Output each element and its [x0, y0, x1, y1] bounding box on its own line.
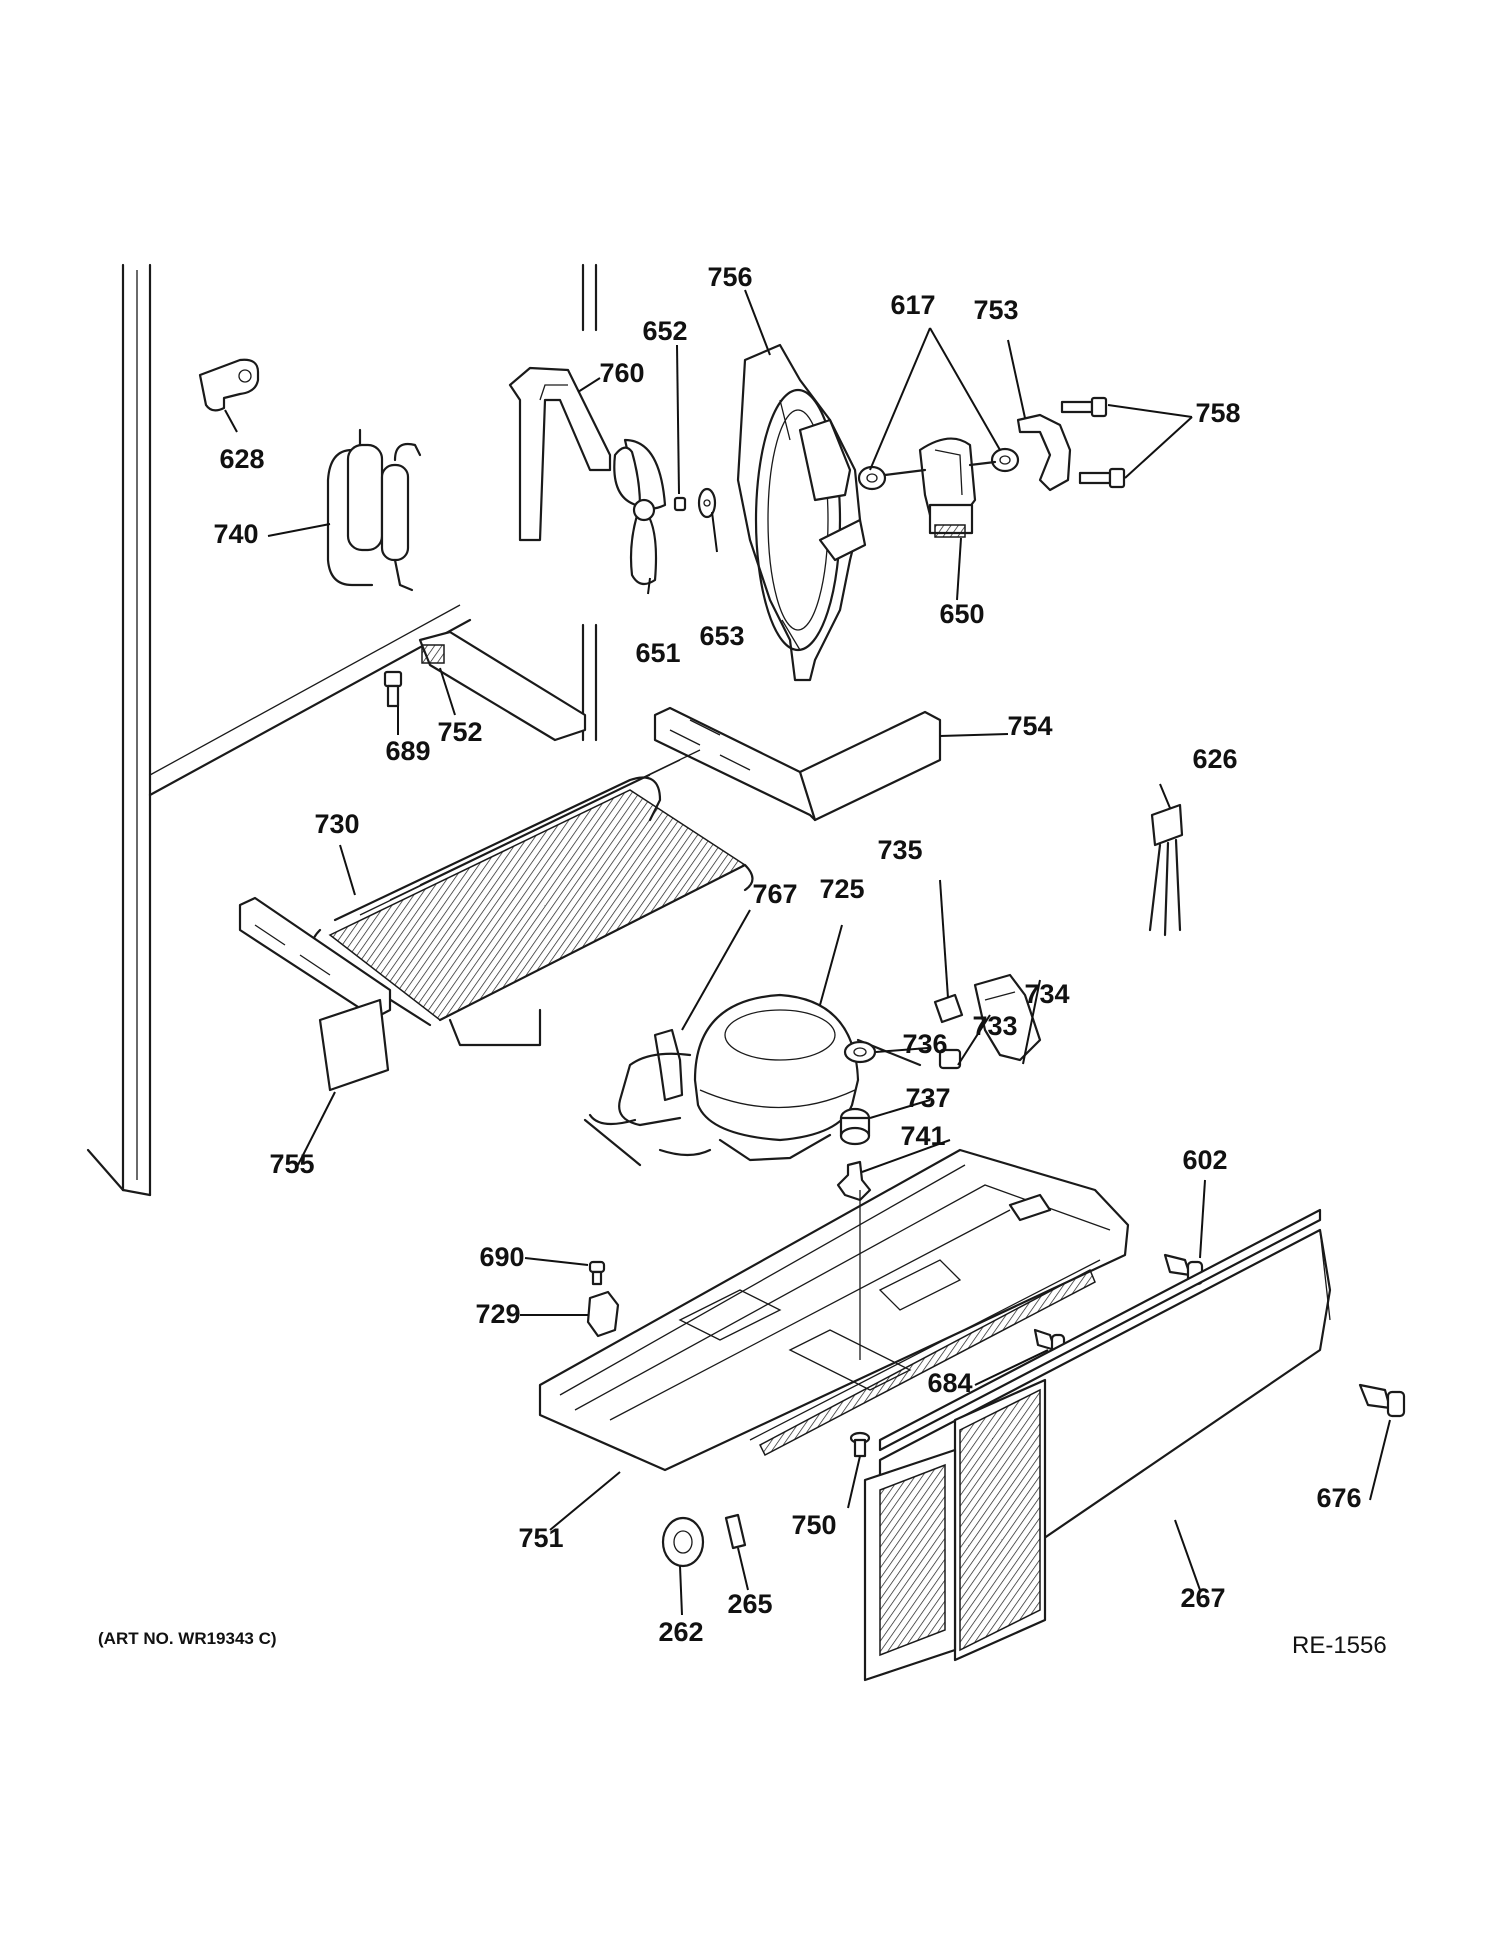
callout-736: 736 [902, 1029, 947, 1059]
part-725-compressor[interactable] [583, 993, 922, 1167]
part-767-clip[interactable] [653, 1028, 684, 1102]
part-752-bracket[interactable] [418, 630, 587, 742]
callout-690: 690 [479, 1242, 524, 1272]
part-740-dryer[interactable] [326, 428, 422, 592]
callout-758: 758 [1195, 398, 1240, 428]
part-265-axle[interactable] [724, 1513, 747, 1550]
callout-262: 262 [658, 1617, 703, 1647]
part-755-bracket[interactable] [238, 896, 392, 1092]
callout-628: 628 [219, 444, 264, 474]
callout-750: 750 [791, 1510, 836, 1540]
callout-265: 265 [727, 1589, 772, 1619]
part-267-grille-panel[interactable] [863, 1208, 1332, 1682]
part-736-grommet[interactable] [843, 1040, 877, 1064]
callout-733: 733 [972, 1011, 1017, 1041]
part-737-grommet[interactable] [839, 1107, 871, 1146]
reference-number: RE-1556 [1292, 1632, 1387, 1659]
callout-730: 730 [314, 809, 359, 839]
part-754-channel[interactable] [653, 706, 942, 822]
callout-651: 651 [635, 638, 680, 668]
part-690-screw[interactable] [588, 1260, 606, 1286]
callout-626: 626 [1192, 744, 1237, 774]
callout-760: 760 [599, 358, 644, 388]
callout-676: 676 [1316, 1483, 1361, 1513]
callout-689: 689 [385, 736, 430, 766]
callout-740: 740 [213, 519, 258, 549]
callout-752: 752 [437, 717, 482, 747]
callout-735: 735 [877, 835, 922, 865]
callout-267: 267 [1180, 1583, 1225, 1613]
callout-737: 737 [905, 1083, 950, 1113]
part-262-roller[interactable] [661, 1516, 705, 1568]
callout-753: 753 [973, 295, 1018, 325]
callout-684: 684 [927, 1368, 972, 1398]
callout-734: 734 [1024, 979, 1069, 1009]
part-735-overload[interactable] [933, 993, 964, 1024]
part-758-screw-bottom[interactable] [1078, 467, 1126, 489]
part-758-screw-top[interactable] [1060, 396, 1108, 418]
part-628-clip[interactable] [198, 358, 260, 412]
callout-756: 756 [707, 262, 752, 292]
part-733-relay[interactable] [938, 1048, 962, 1070]
art-number: (ART NO. WR19343 C) [98, 1629, 277, 1648]
callout-617: 617 [890, 290, 935, 320]
leader-lines [224, 289, 1391, 1616]
callout-741: 741 [900, 1121, 945, 1151]
part-734-cover[interactable] [973, 973, 1042, 1062]
part-729-bracket[interactable] [586, 1290, 620, 1338]
part-617-grommet-left[interactable] [857, 465, 887, 491]
part-756-fan-shroud[interactable] [736, 343, 867, 682]
callout-755: 755 [269, 1149, 314, 1179]
callout-751: 751 [518, 1523, 563, 1553]
callout-767: 767 [752, 879, 797, 909]
part-760-bracket[interactable] [508, 366, 612, 542]
part-653-washer[interactable] [697, 487, 717, 519]
part-753-bracket[interactable] [1016, 413, 1072, 492]
callout-725: 725 [819, 874, 864, 904]
part-751-base-pan[interactable] [538, 1148, 1130, 1472]
part-689-screw[interactable] [383, 670, 403, 708]
callout-729: 729 [475, 1299, 520, 1329]
callout-754: 754 [1007, 711, 1052, 741]
part-741-stud[interactable] [836, 1160, 872, 1202]
part-750-screw[interactable] [849, 1431, 871, 1458]
part-626-wire-harness[interactable] [1148, 803, 1184, 937]
cabinet-frame [86, 263, 598, 1197]
callout-labels: 628 740 760 652 651 653 756 617 753 758 … [213, 262, 1361, 1647]
callout-602: 602 [1182, 1145, 1227, 1175]
callout-652: 652 [642, 316, 687, 346]
part-617-grommet-right[interactable] [990, 447, 1020, 473]
part-650-fan-motor[interactable] [883, 437, 997, 538]
part-676-screw[interactable] [1358, 1383, 1406, 1418]
callout-653: 653 [699, 621, 744, 651]
part-652-nut[interactable] [673, 496, 687, 512]
part-730-condenser-coil[interactable] [311, 749, 754, 1047]
callout-650: 650 [939, 599, 984, 629]
part-651-fan-blade[interactable] [613, 438, 667, 586]
